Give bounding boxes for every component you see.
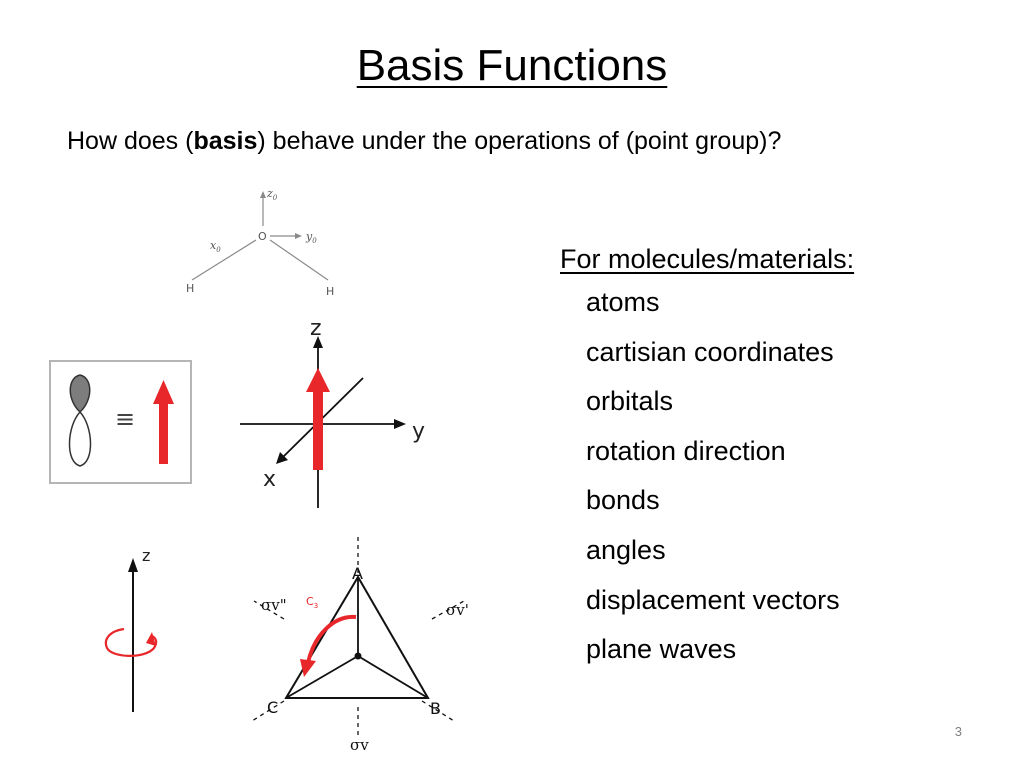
subtitle-after: ) behave under the operations of (point … [257, 127, 782, 155]
cartesian-axes-diagram: z y x [240, 316, 425, 508]
vertex-a-label: A [352, 564, 363, 583]
median-to-c [285, 655, 359, 699]
sigma-v-label: σv [350, 736, 369, 754]
c3-rotation-arc [306, 614, 357, 664]
sigma-v-double-prime-label: σv" [261, 596, 287, 614]
list-item: angles [586, 534, 666, 565]
rotation-direction-diagram: z [104, 546, 158, 712]
y0-axis-arrowhead [295, 233, 302, 239]
vertex-b-label: B [430, 699, 441, 718]
z0-axis-arrowhead [260, 191, 266, 198]
rotation-axis-label: z [142, 546, 150, 565]
y-axis-arrowhead [394, 419, 406, 429]
rotation-axis-arrowhead [128, 558, 138, 572]
basis-list-panel: For molecules/materials: atoms cartisian… [560, 240, 854, 675]
list-item: rotation direction [586, 435, 786, 466]
sigma-v-prime-label: σv' [446, 601, 469, 619]
water-molecule-diagram: z0 y0 x0 O H H [186, 187, 334, 298]
slide-title-text: Basis Functions [356, 41, 668, 90]
z-axis-arrowhead [313, 336, 323, 348]
z-axis-label: z [310, 316, 322, 341]
orbital-box-content: ≡ [68, 374, 174, 467]
p-orbital-bottom-lobe [68, 410, 92, 467]
list-item: displacement vectors [586, 584, 840, 615]
z-vector-shaft [313, 388, 323, 470]
x-axis-arrowhead [276, 452, 288, 464]
oh-bond-left [191, 239, 257, 281]
y0-label: y0 [305, 230, 317, 245]
mirror-plane-lower-left [251, 700, 285, 722]
hydrogen-right-label: H [326, 285, 334, 298]
list-item: bonds [586, 485, 660, 516]
orbital-vector-shaft [159, 402, 168, 464]
c3-rotation-arrowhead [300, 659, 316, 677]
z-vector-arrowhead [306, 368, 330, 392]
rotation-arrowhead [146, 632, 156, 646]
mirror-plane-lower-right [421, 700, 455, 722]
oh-bond-right [269, 239, 329, 281]
list-item: cartisian coordinates [586, 336, 834, 367]
p-orbital-top-lobe [69, 374, 91, 414]
vertex-c-label: C [267, 698, 278, 717]
slide-subtitle: How does (basis) behave under the operat… [67, 123, 781, 159]
basis-list: atoms cartisian coordinates orbitals rot… [560, 278, 854, 675]
x-axis-label: x [263, 467, 276, 492]
subtitle-before: How does ( [67, 127, 194, 155]
slide-number: 3 [954, 724, 962, 739]
x0-label: x0 [210, 239, 221, 254]
orbital-vector-arrowhead [153, 380, 174, 404]
mirror-plane-upper-left [253, 600, 285, 620]
rotation-arc [104, 627, 158, 657]
list-item: atoms [586, 287, 660, 317]
c3-label: C3 [306, 595, 318, 610]
equivalence-symbol: ≡ [115, 405, 135, 433]
slide-title: Basis Functions [0, 38, 1024, 94]
c3v-symmetry-diagram: A B C σv" σv' σv C3 [251, 537, 469, 754]
mirror-plane-upper-right [431, 600, 465, 620]
median-to-b [357, 655, 429, 699]
z0-label: z0 [266, 187, 278, 202]
triangle-center-point [354, 652, 362, 660]
oxygen-label: O [258, 230, 267, 243]
panel-heading: For molecules/materials: [560, 244, 855, 274]
hydrogen-left-label: H [186, 282, 194, 295]
y-axis-label: y [412, 419, 425, 444]
triangle-outline [284, 575, 430, 699]
list-item: orbitals [586, 386, 674, 417]
subtitle-bold: basis [193, 127, 258, 155]
list-item: plane waves [586, 634, 737, 665]
